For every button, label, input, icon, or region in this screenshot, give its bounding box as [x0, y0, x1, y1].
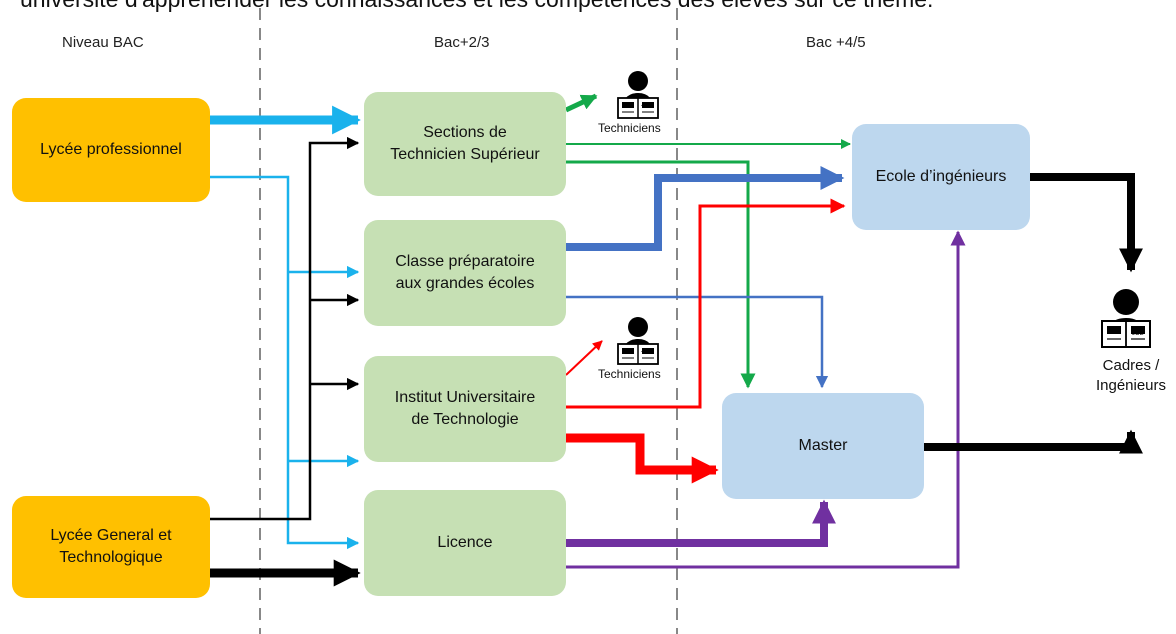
header-bac-4-5: Bac +4/5	[806, 34, 866, 51]
worker-icon-techniciens-1	[617, 71, 659, 119]
box-iut: Institut Universitaire de Technologie	[364, 356, 566, 462]
techniciens-label-1: Techniciens	[598, 121, 661, 135]
arrow-licence-to-master	[566, 499, 836, 547]
arrow-iut-to-ecole	[566, 198, 846, 409]
arrow-sts-to-master	[566, 160, 756, 389]
box-licence-label: Licence	[437, 534, 493, 551]
box-lycee-general: Lycée General et Technologique	[12, 496, 210, 598]
arrow-licence-to-ecole	[566, 230, 966, 569]
box-lycee-general-label: Lycée General et Technologique	[50, 527, 172, 566]
arrow-ecole-to-cadres	[1029, 173, 1143, 273]
box-licence: Licence	[364, 490, 566, 596]
box-lycee-professionnel: Lycée professionnel	[12, 98, 210, 202]
arrow-sts-to-techniciens	[564, 93, 598, 113]
arrow-iut-to-master	[566, 433, 719, 484]
cadres-ingenieurs-label: Cadres / Ingénieurs	[1095, 357, 1167, 394]
box-cpge: Classe préparatoire aux grandes écoles	[364, 220, 566, 326]
arrow-cpge-to-ecole	[566, 166, 845, 251]
arrow-master-to-cadres	[924, 429, 1143, 454]
box-sts: Sections de Technicien Supérieur	[364, 92, 566, 196]
box-lycee-professionnel-label: Lycée professionnel	[40, 141, 182, 158]
box-ecole-ingenieurs: Ecole d’ingénieurs	[852, 124, 1030, 230]
box-master: Master	[722, 393, 924, 499]
header-niveau-bac: Niveau BAC	[62, 34, 144, 51]
arrow-cpge-to-master	[566, 295, 829, 389]
box-cpge-label: Classe préparatoire aux grandes écoles	[395, 253, 535, 292]
arrow-lyceepro-to-licence	[210, 175, 360, 550]
box-master-label: Master	[798, 437, 848, 454]
box-sts-label: Sections de Technicien Supérieur	[390, 124, 540, 163]
techniciens-label-2: Techniciens	[598, 367, 661, 381]
box-iut-label: Institut Universitaire de Technologie	[394, 389, 536, 428]
worker-icon-techniciens-2	[617, 317, 659, 365]
caption-text: université d'appréhender les connaissanc…	[20, 0, 933, 14]
worker-icon-cadres	[1101, 289, 1151, 348]
arrow-lyceegen-to-sts	[210, 136, 360, 521]
header-bac-2-3: Bac+2/3	[434, 34, 490, 51]
box-ecole-ingenieurs-label: Ecole d’ingénieurs	[875, 168, 1007, 185]
arrow-iut-to-techniciens	[565, 340, 603, 376]
